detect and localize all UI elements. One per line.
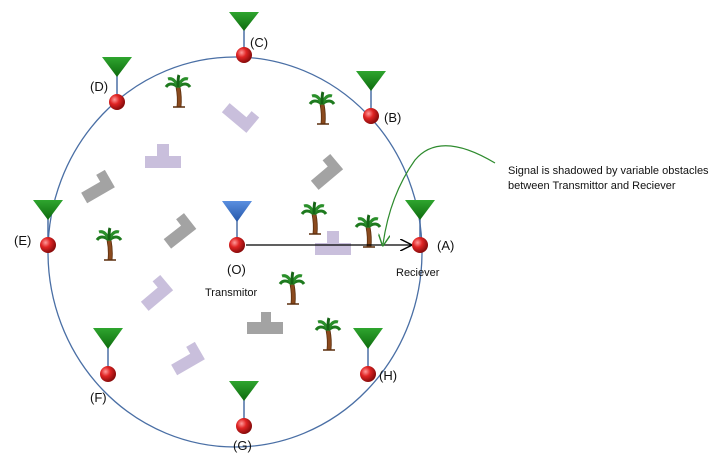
red-sphere-icon xyxy=(236,47,252,63)
red-sphere-icon xyxy=(40,237,56,253)
transmitter-caption: Transmitor xyxy=(205,287,257,299)
node-O-transmitter xyxy=(222,201,252,253)
obstacle-shape xyxy=(247,312,283,334)
label-D: (D) xyxy=(90,79,108,94)
label-G: (G) xyxy=(233,438,252,453)
label-B: (B) xyxy=(384,110,401,125)
palm-tree-icon xyxy=(278,270,306,306)
palm-tree-icon xyxy=(300,200,328,236)
obstacles-lavender xyxy=(140,103,351,376)
red-sphere-icon xyxy=(229,237,245,253)
triangle-antenna-icon xyxy=(102,57,132,77)
palm-tree-icon xyxy=(95,226,123,262)
red-sphere-icon xyxy=(360,366,376,382)
label-E: (E) xyxy=(14,233,31,248)
label-A: (A) xyxy=(437,238,454,253)
triangle-antenna-icon xyxy=(353,328,383,349)
palm-tree-icon xyxy=(164,73,192,109)
obstacle-shape xyxy=(315,231,351,255)
label-O: (O) xyxy=(227,262,246,277)
annotation-line-2: between Transmittor and Reciever xyxy=(508,180,676,192)
node-E xyxy=(33,200,63,253)
obstacles-gray xyxy=(81,153,344,334)
node-C xyxy=(229,12,259,63)
annotation-arrow xyxy=(383,145,496,244)
label-F: (F) xyxy=(90,390,107,405)
node-F xyxy=(93,328,123,382)
red-sphere-icon xyxy=(236,418,252,434)
red-sphere-icon xyxy=(100,366,116,382)
triangle-antenna-icon xyxy=(229,12,259,31)
obstacle-shape xyxy=(171,341,205,376)
node-D xyxy=(102,57,132,110)
palm-tree-icon xyxy=(354,213,382,249)
palm-tree-icon xyxy=(308,90,336,126)
label-C: (C) xyxy=(250,35,268,50)
obstacle-shape xyxy=(140,274,174,311)
red-sphere-icon xyxy=(109,94,125,110)
triangle-antenna-icon xyxy=(222,201,252,222)
triangle-antenna-icon xyxy=(356,71,386,91)
triangle-antenna-icon xyxy=(93,328,123,349)
node-B xyxy=(356,71,386,124)
palm-tree-icon xyxy=(314,316,342,352)
node-H xyxy=(353,328,383,382)
red-sphere-icon xyxy=(412,237,428,253)
label-H: (H) xyxy=(379,368,397,383)
triangle-antenna-icon xyxy=(229,381,259,401)
obstacle-shape xyxy=(145,144,181,168)
receiver-caption: Reciever xyxy=(396,267,440,279)
obstacle-shape xyxy=(221,103,260,133)
triangle-antenna-icon xyxy=(405,200,435,220)
red-sphere-icon xyxy=(363,108,379,124)
obstacle-shape xyxy=(163,213,197,249)
triangle-antenna-icon xyxy=(33,200,63,220)
node-A xyxy=(405,200,435,253)
node-G xyxy=(229,381,259,434)
obstacle-shape xyxy=(310,153,344,190)
annotation-line-1: Signal is shadowed by variable obstacles xyxy=(508,165,709,177)
obstacle-shape xyxy=(81,169,115,204)
